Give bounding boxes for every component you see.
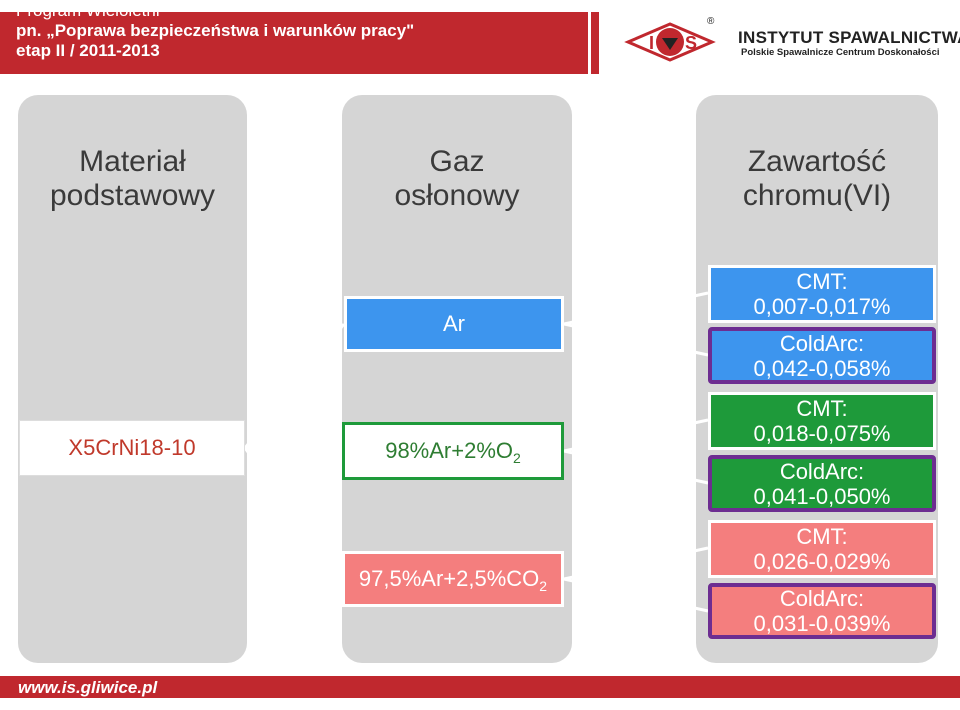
program-title: Program Wieloletni — [16, 1, 160, 20]
result-method: ColdArc: — [779, 330, 865, 356]
result-method: ColdArc: — [779, 586, 865, 611]
footer-url[interactable]: www.is.gliwice.pl — [18, 678, 158, 697]
gas-subscript: 2 — [539, 578, 548, 594]
connector-o2-coldarc — [563, 449, 709, 485]
result-method: CMT: — [796, 396, 848, 421]
base-material-node: X5CrNi18-10 — [19, 420, 245, 476]
gas-label: 97,5%Ar+2,5%CO — [358, 566, 540, 591]
program-stage: etap II / 2011-2013 — [16, 41, 160, 60]
footer-base — [0, 698, 960, 710]
institute-subtitle: Polskie Spawalnicze Centrum Doskonałości — [741, 47, 940, 58]
result-ar-cmt: CMT: 0,007-0,017% — [708, 265, 936, 323]
result-method: CMT: — [796, 269, 848, 294]
connector-root-o2 — [244, 446, 343, 453]
institute-logo: I S ® — [624, 16, 716, 62]
result-o2-cmt: CMT: 0,018-0,075% — [708, 392, 936, 450]
result-o2-coldarc: ColdArc: 0,041-0,050% — [708, 455, 936, 512]
column-base-material — [18, 95, 247, 663]
gas-subscript: 2 — [513, 450, 521, 466]
program-subtitle: pn. „Poprawa bezpieczeństwa i warunków p… — [16, 21, 415, 40]
footer-bar — [0, 676, 960, 698]
result-value: 0,031-0,039% — [753, 611, 891, 636]
connector-co2-coldarc — [563, 577, 709, 613]
logo-letter-i: I — [649, 33, 654, 53]
gas-label: Ar — [443, 311, 465, 336]
institute-title: INSTYTUT SPAWALNICTWA — [738, 28, 960, 47]
gas-node-ar: Ar — [344, 296, 564, 352]
connector-co2-cmt — [563, 546, 709, 581]
connector-ar-coldarc — [563, 322, 709, 357]
logo-letter-s: S — [685, 33, 697, 53]
result-ar-coldarc: ColdArc: 0,042-0,058% — [708, 327, 936, 384]
connector-root-co2 — [243, 447, 344, 580]
result-value: 0,007-0,017% — [753, 294, 891, 319]
program-banner — [0, 12, 588, 74]
result-method: ColdArc: — [779, 458, 865, 484]
header-accent — [591, 12, 599, 74]
result-value: 0,041-0,050% — [753, 483, 891, 509]
header-divider — [588, 12, 591, 74]
result-method: CMT: — [796, 524, 848, 549]
registered-mark: ® — [707, 16, 715, 27]
result-value: 0,042-0,058% — [753, 355, 891, 381]
connector-o2-cmt — [563, 418, 709, 453]
result-value: 0,026-0,029% — [753, 549, 891, 574]
gas-label: 98%Ar+2%O — [385, 438, 513, 463]
connector-root-ar — [243, 323, 346, 449]
result-co2-cmt: CMT: 0,026-0,029% — [708, 520, 936, 578]
connector-ar-cmt — [563, 291, 709, 326]
result-co2-coldarc: ColdArc: 0,031-0,039% — [708, 583, 936, 639]
result-value: 0,018-0,075% — [753, 421, 891, 446]
